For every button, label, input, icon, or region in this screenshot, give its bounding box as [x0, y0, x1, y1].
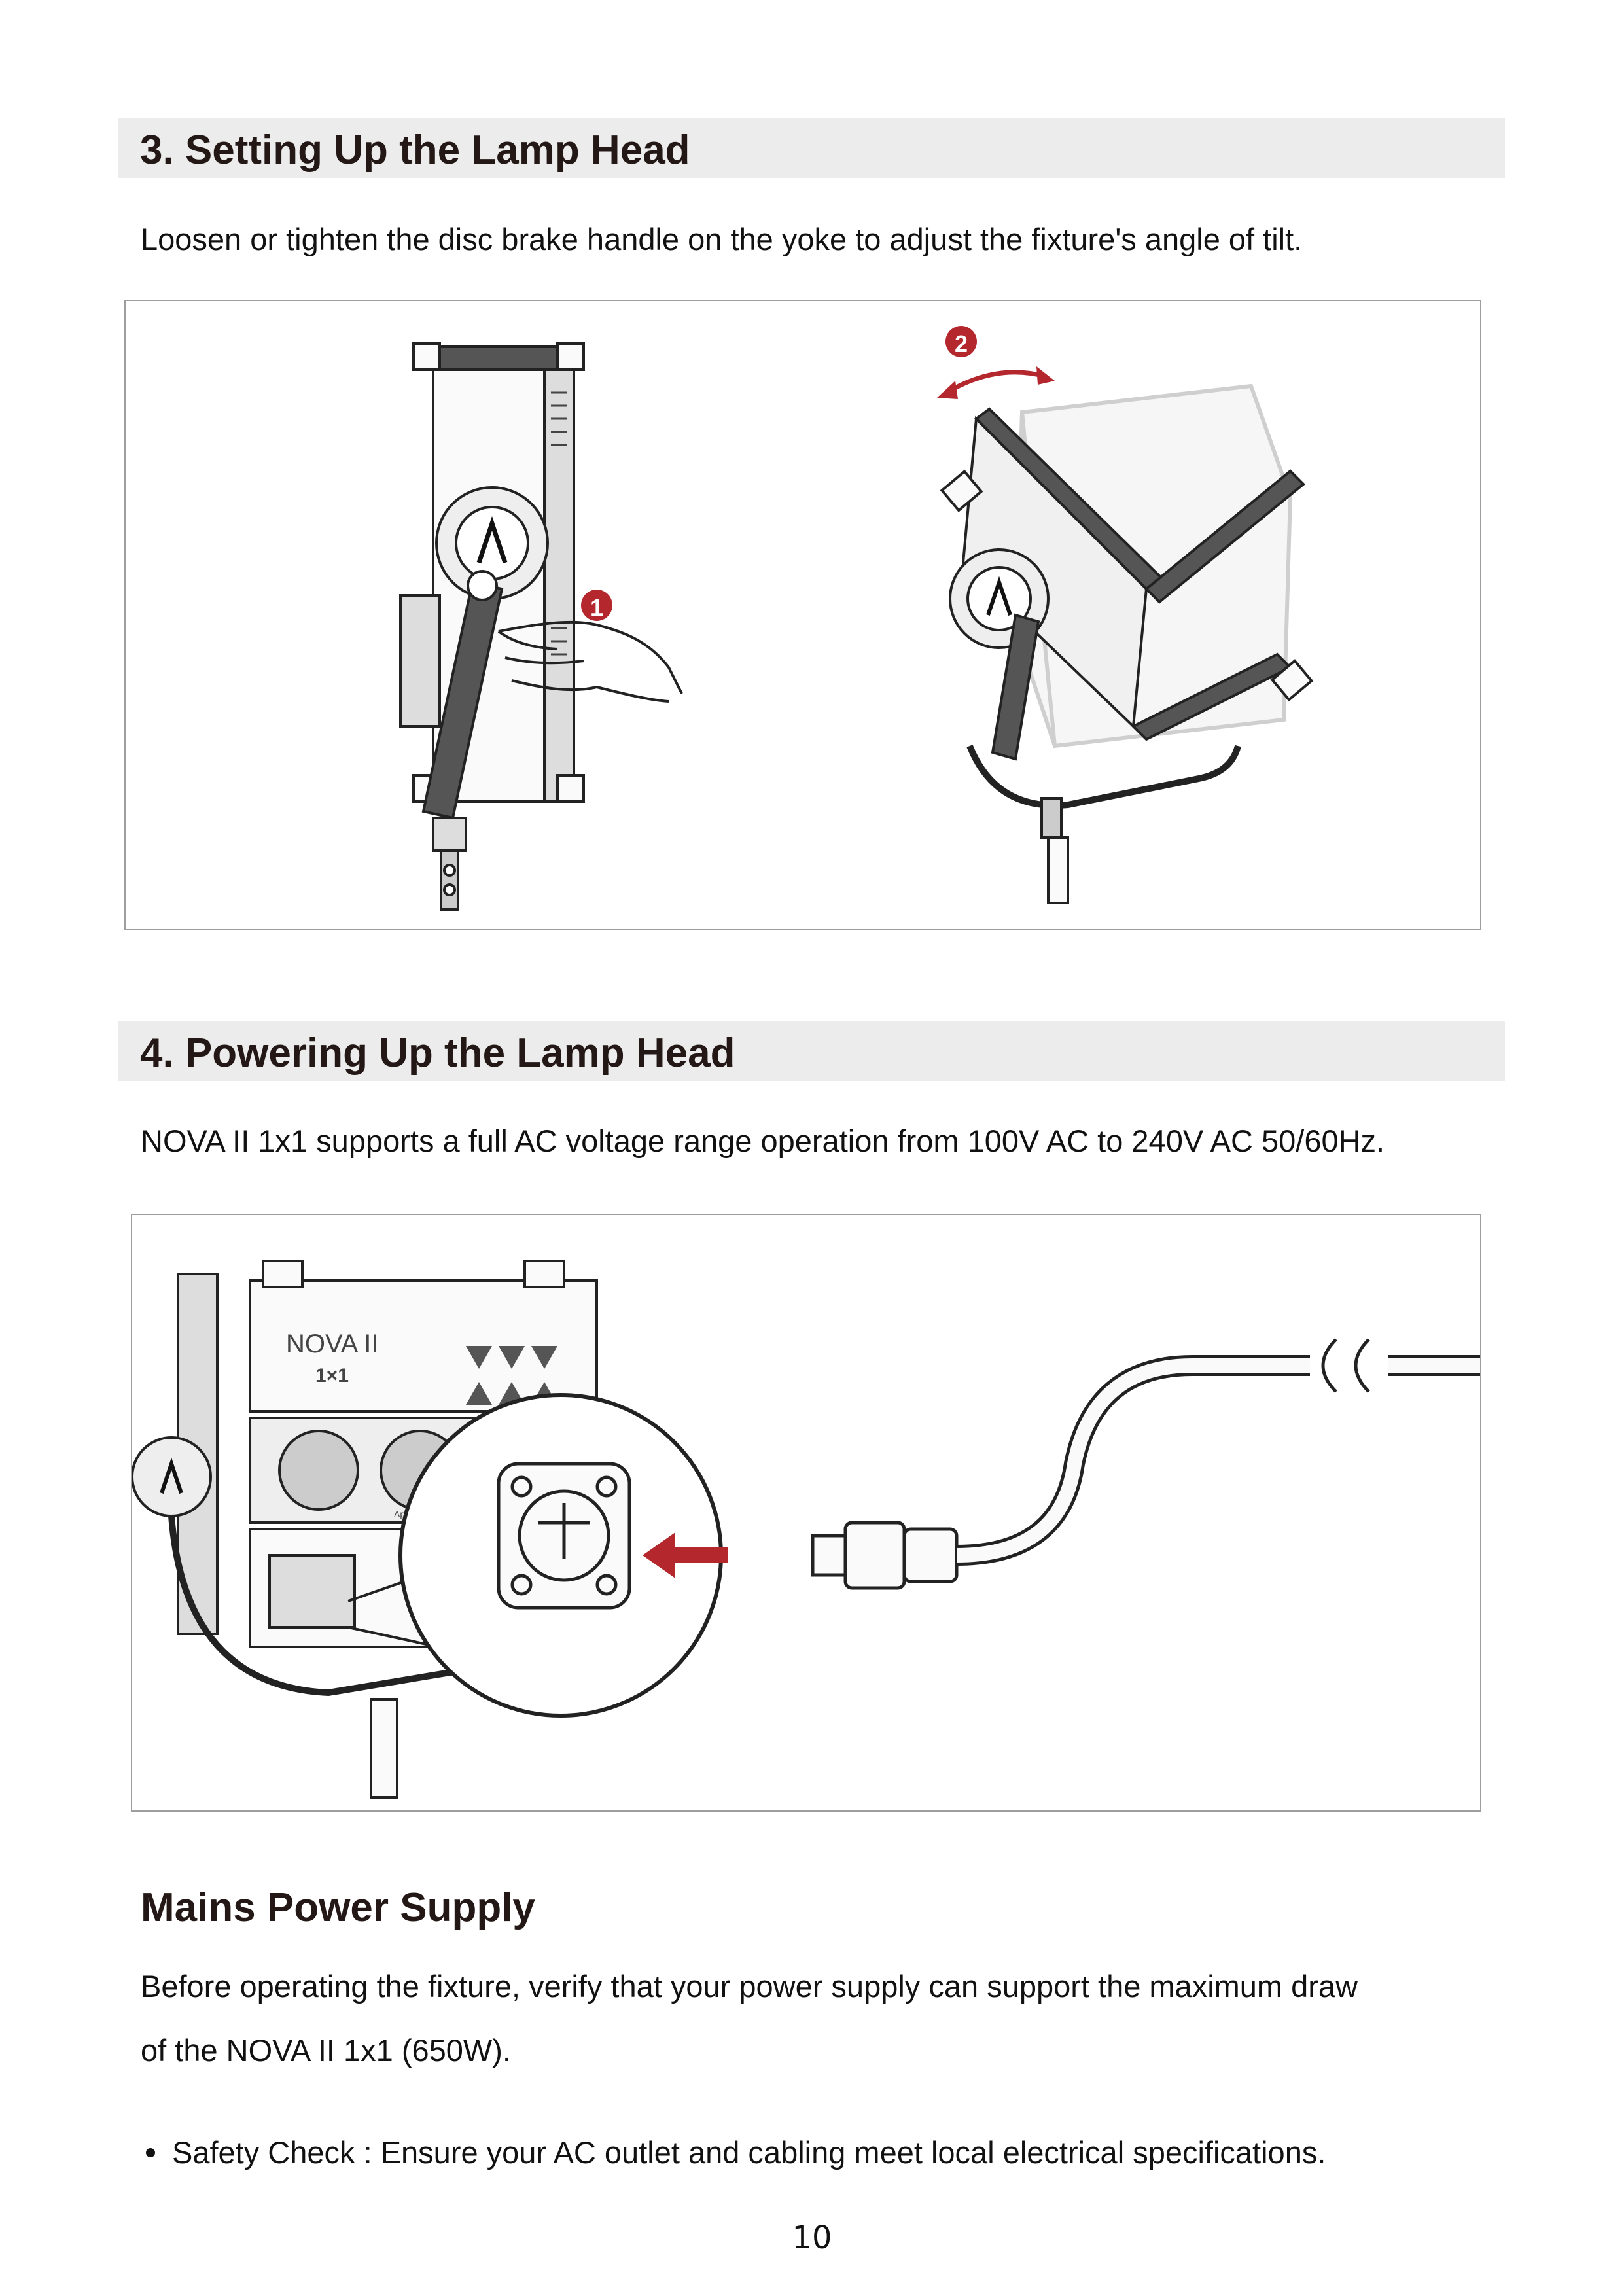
section-4-body: NOVA II 1x1 supports a full AC voltage r…: [141, 1123, 1385, 1158]
step-1-marker: 1: [581, 590, 612, 621]
tilt-adjustment-figure: 1: [124, 300, 1481, 930]
section-4-heading-bar: 4. Powering Up the Lamp Head: [118, 1021, 1505, 1081]
fixture-tilted-view: 2: [937, 326, 1314, 904]
step-1-label: 1: [590, 594, 603, 621]
power-connection-figure: NOVA II 1×1 Aputure: [131, 1214, 1481, 1812]
section-3-heading-bar: 3. Setting Up the Lamp Head: [118, 118, 1505, 178]
mains-body-line-1: Before operating the fixture, verify tha…: [141, 1969, 1358, 2004]
mains-power-heading: Mains Power Supply: [141, 1885, 535, 1930]
product-size-label: 1×1: [315, 1365, 349, 1386]
power-inlet: [497, 1462, 631, 1610]
step-2-label: 2: [955, 330, 968, 357]
fixture-side-view: [399, 342, 585, 911]
safety-check-bullet: Safety Check : Ensure your AC outlet and…: [141, 2134, 1326, 2170]
step-2-marker: 2: [945, 326, 977, 357]
power-cable-plug: [811, 1338, 1480, 1590]
page-number: 10: [792, 2219, 832, 2256]
bullet-icon: [146, 2147, 155, 2157]
mains-body-line-2: of the NOVA II 1x1 (650W).: [141, 2033, 511, 2068]
section-3-heading: 3. Setting Up the Lamp Head: [140, 128, 690, 173]
section-4-heading: 4. Powering Up the Lamp Head: [140, 1031, 735, 1076]
hand-illustration: [497, 620, 683, 703]
tilt-adjustment-illustration: 1: [399, 326, 1314, 911]
safety-check-text: Safety Check : Ensure your AC outlet and…: [172, 2135, 1326, 2170]
product-name-label: NOVA II: [286, 1330, 379, 1358]
section-3-body: Loosen or tighten the disc brake handle …: [141, 222, 1303, 256]
power-connection-illustration: NOVA II 1×1 Aputure: [132, 1260, 1480, 1799]
insert-direction-arrow: [643, 1532, 728, 1578]
